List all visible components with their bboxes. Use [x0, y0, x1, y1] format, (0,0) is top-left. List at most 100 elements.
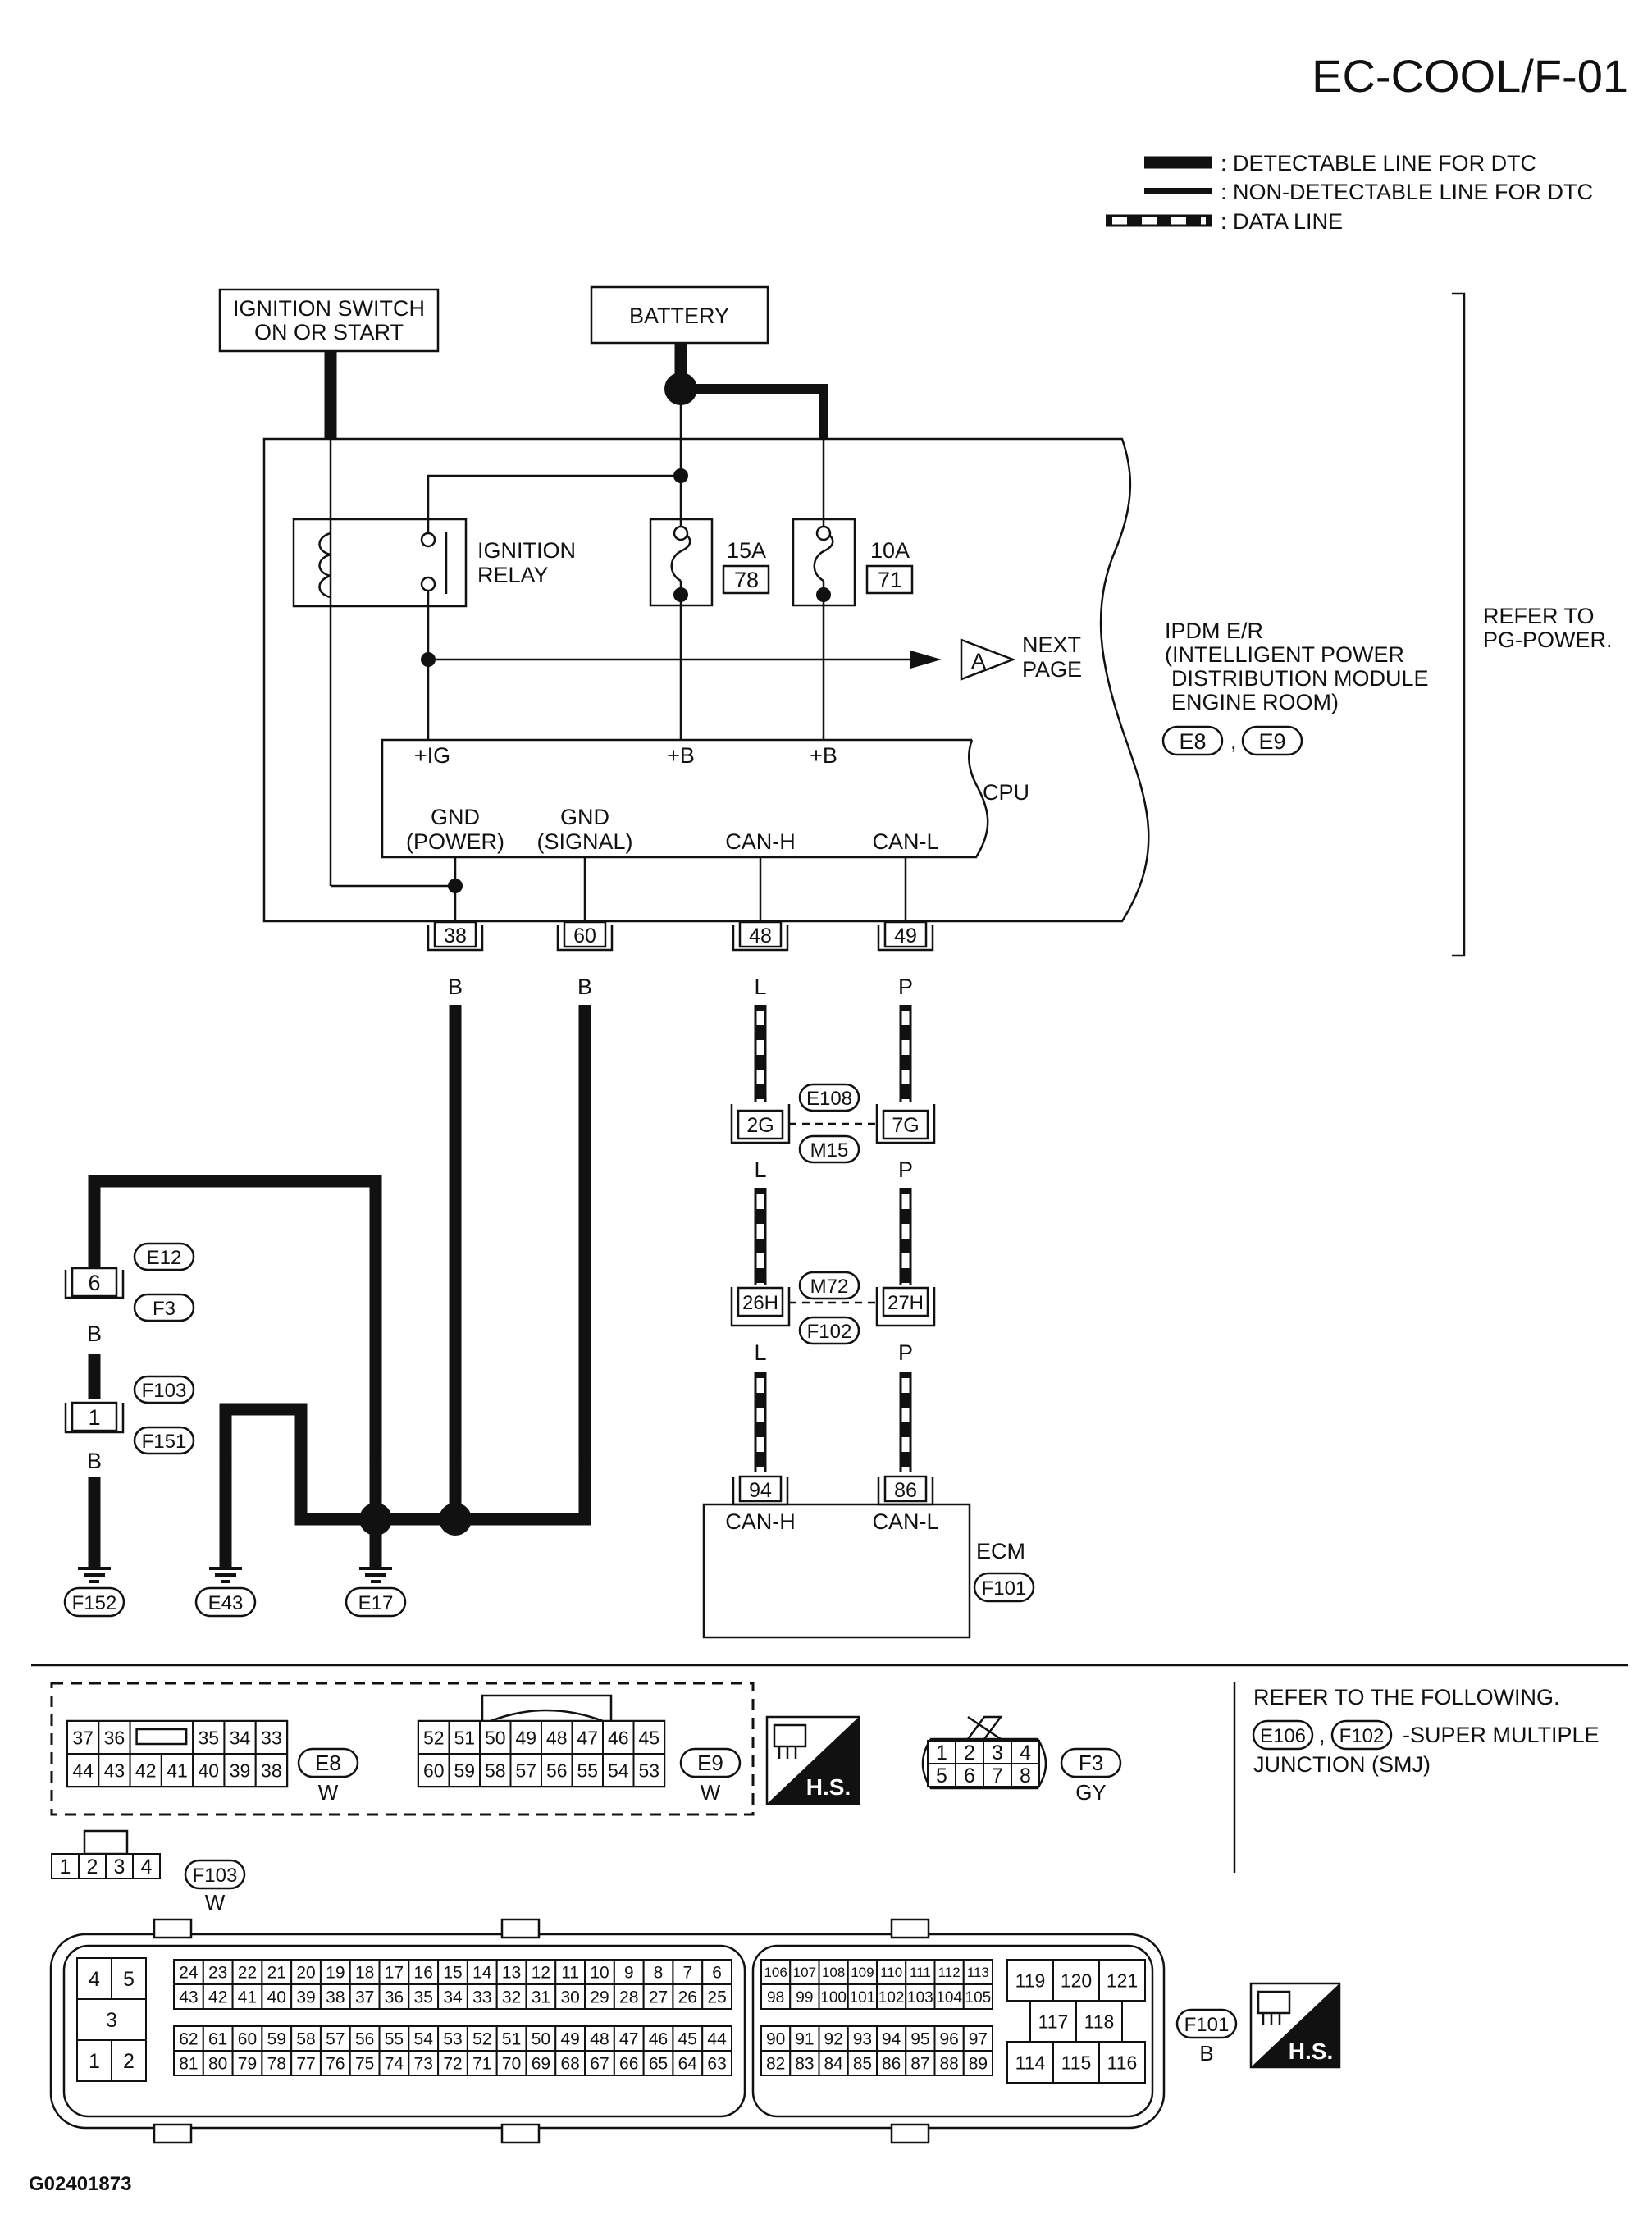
smj-conn-b: F102	[1339, 1725, 1385, 1747]
wire-color-2g: L	[754, 1157, 766, 1182]
connector-f101-cell	[847, 2025, 878, 2052]
junction-2g: 2G	[730, 1104, 791, 1144]
connector-f103-name: F103	[193, 1865, 238, 1887]
connector-f101-pin: 38	[326, 1988, 345, 2007]
connector-e9-name: E9	[697, 1751, 723, 1775]
connector-f101-pin: 59	[267, 2030, 286, 2049]
connector-f3-pin: 7	[992, 1764, 1003, 1787]
connector-f101-pin: 31	[532, 1988, 550, 2007]
pin-1: 1	[88, 1405, 100, 1430]
connector-e8-pin: 33	[261, 1727, 282, 1748]
next-page-letter: A	[971, 649, 986, 673]
connector-f101-cell	[613, 2050, 645, 2076]
connector-f101-pin: 40	[267, 1988, 286, 2007]
connector-e8-pin: 38	[261, 1760, 282, 1781]
connector-e8-color: W	[318, 1780, 339, 1805]
ipdm-name-3: DISTRIBUTION MODULE	[1171, 666, 1429, 691]
connector-e8-name: E8	[315, 1751, 341, 1775]
connector-f101-pin: 96	[939, 2030, 958, 2049]
connector-f101-pin: 87	[910, 2055, 929, 2074]
connector-f101-pin: 12	[532, 1964, 550, 1983]
connector-f101-cell	[672, 2050, 704, 2076]
refer-label-2: PG-POWER.	[1483, 628, 1613, 652]
connector-e8-cell	[223, 1720, 257, 1755]
connector-f101-pin: 36	[385, 1988, 404, 2007]
connector-f101-pin: 13	[502, 1964, 521, 1983]
connector-f101-pin: 101	[850, 1989, 876, 2006]
ground-e17-icon	[345, 1567, 407, 1618]
ignition-switch-label-1: IGNITION SWITCH	[233, 296, 425, 321]
connector-f101-pin: 80	[208, 2055, 227, 2074]
connector-e9-pin: 53	[638, 1760, 659, 1781]
connector-f103-pin: 3	[114, 1856, 125, 1878]
ipdm-conn-comma: ,	[1230, 729, 1237, 754]
connector-f101-pin: 83	[795, 2055, 814, 2074]
connector-f101-pin: 14	[472, 1964, 492, 1983]
connector-f3-cell	[927, 1763, 956, 1787]
connector-f101-cell	[701, 1959, 732, 1985]
wire-color-27h: P	[898, 1340, 913, 1365]
connector-f101-pin: 112	[938, 1965, 961, 1980]
connector-f101-pin: 120	[1061, 1970, 1092, 1991]
connector-e9-pin: 56	[546, 1760, 568, 1781]
legend-data-text: : DATA LINE	[1221, 209, 1343, 234]
connector-f101-pin: 56	[355, 2030, 374, 2049]
connector-f101-cell	[378, 2025, 410, 2052]
ecm-box: 94 86 CAN-H CAN-L	[702, 1475, 971, 1639]
connector-f101-cell	[111, 2039, 147, 2082]
connector-e9-cell	[602, 1753, 635, 1787]
fuse-15a-amp: 15A	[727, 538, 766, 563]
connector-f101-pin: 102	[878, 1989, 905, 2006]
connector-f101-pin: 107	[793, 1965, 816, 1980]
connector-f101-cell	[1006, 2041, 1054, 2084]
gnd-color-top: B	[87, 1226, 102, 1250]
ignition-switch-label-2: ON OR START	[254, 320, 404, 345]
connector-f101-pin: 108	[822, 1965, 845, 1980]
connector-f101-cell	[642, 1983, 674, 2010]
gnd-color-e17b: B	[448, 1449, 463, 1473]
connector-f101-cell	[1098, 2041, 1146, 2084]
legend-non-detectable-text: : NON-DETECTABLE LINE FOR DTC	[1221, 180, 1593, 204]
connector-f101-pin: 34	[443, 1988, 463, 2007]
connector-f3-pin: 4	[1020, 1742, 1031, 1764]
ipdm-name-2: (INTELLIGENT POWER	[1165, 642, 1404, 667]
connector-f101-pin: 8	[654, 1964, 664, 1983]
connector-e9-pin: 57	[515, 1760, 536, 1781]
ecm-label: ECM	[976, 1539, 1025, 1563]
connector-f101-cell	[408, 1959, 440, 1985]
connector-f101-pin: 92	[824, 2030, 842, 2049]
connector-f101-pin: 53	[443, 2030, 462, 2049]
connector-f101-cell	[466, 2050, 498, 2076]
ground-e43: E43	[208, 1592, 244, 1614]
connector-e8-cell	[66, 1753, 100, 1787]
connector-f101-pin: 110	[880, 1965, 902, 1980]
ground-e17: E17	[358, 1592, 394, 1614]
connector-f3-cell	[1011, 1763, 1040, 1787]
cpu-b1: +B	[667, 743, 695, 768]
connector-f101-pin: 22	[238, 1964, 257, 1983]
connector-f3-pin: 8	[1020, 1764, 1031, 1787]
connector-f101-pin: 100	[820, 1989, 847, 2006]
connector-e8-cell	[254, 1753, 289, 1787]
junction-7g: 7G	[875, 1104, 936, 1144]
connector-f101-pin: 42	[208, 1988, 227, 2007]
connector-f101-pin: 116	[1107, 2052, 1138, 2073]
harness-side-icon-2: H.S.	[1249, 1982, 1341, 2069]
gnd-splice-1	[359, 1503, 392, 1536]
junction-2g-label: 2G	[746, 1114, 774, 1137]
connector-f101-pin: 20	[296, 1964, 315, 1983]
connector-f101-pin: 119	[1015, 1970, 1046, 1991]
connector-f101-pin: 25	[707, 1988, 726, 2007]
legend: : DETECTABLE LINE FOR DTC : NON-DETECTAB…	[1106, 151, 1593, 234]
connector-f101-pin: 66	[619, 2055, 638, 2074]
connector-f101-pin: 43	[179, 1988, 198, 2007]
connector-f101-pin: 121	[1107, 1970, 1138, 1991]
connector-f3-cell	[1011, 1740, 1040, 1764]
junction-26h: 26H	[730, 1286, 791, 1327]
ipdm-conn-e9-tag	[1241, 725, 1303, 756]
connector-f101-color: B	[1199, 2041, 1213, 2066]
connector-f101-pin: 67	[590, 2055, 609, 2074]
battery-label: BATTERY	[629, 304, 729, 328]
